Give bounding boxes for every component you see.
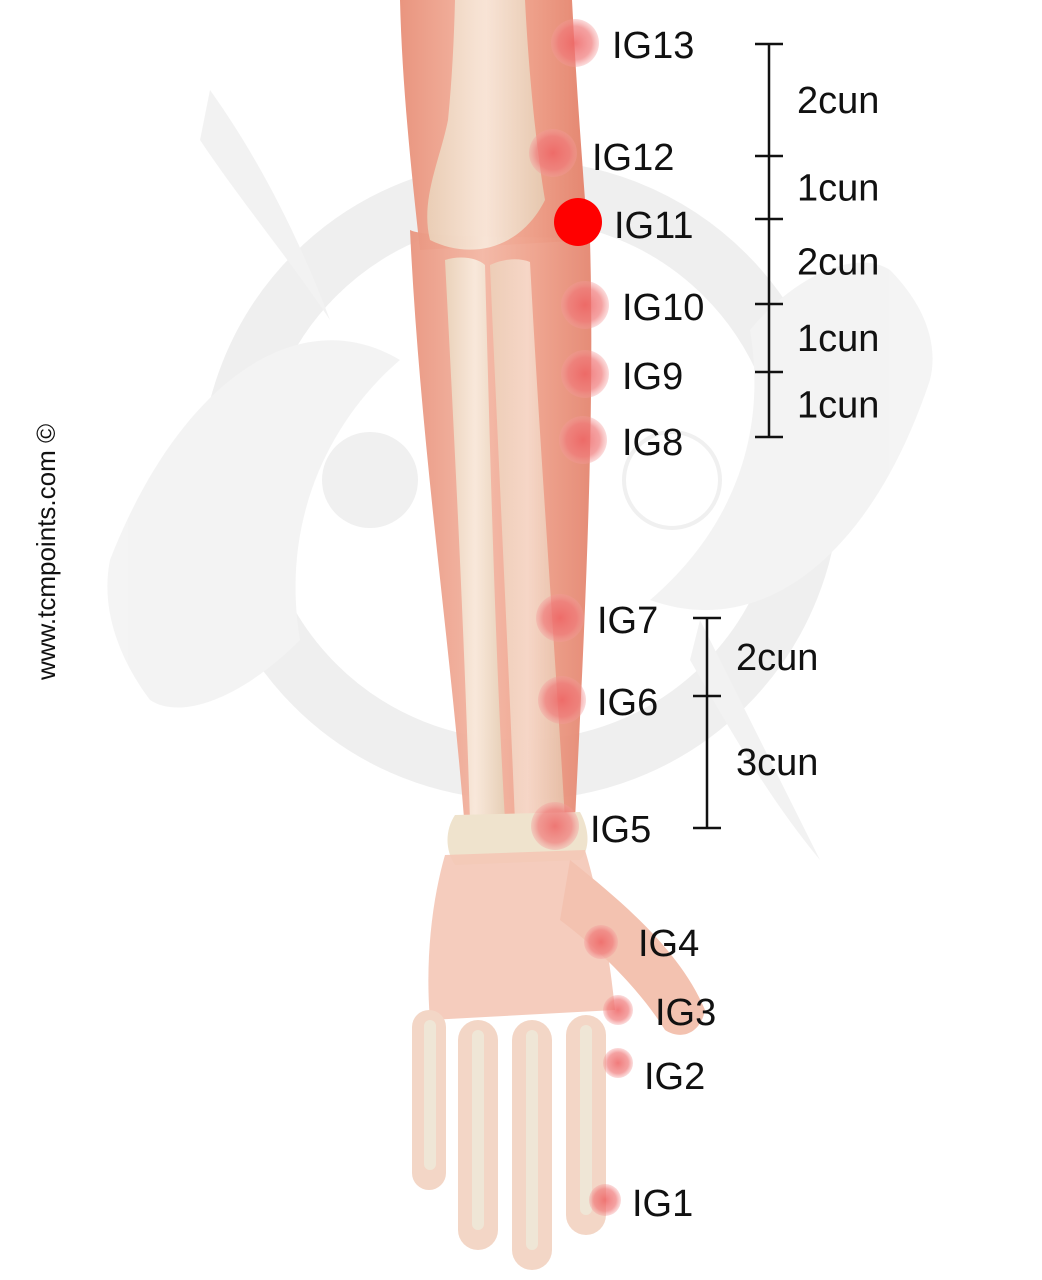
cun-scale-lower: 2cun 3cun: [693, 616, 818, 830]
acupoint-marker: [589, 1184, 621, 1216]
acupoint-marker: [561, 281, 609, 329]
credit-text: www.tcmpoints.com ©: [31, 424, 61, 681]
acupoint-marker: [554, 198, 602, 246]
watermark-koi-left: [107, 340, 401, 708]
acupoint-ig2: IG2: [603, 1048, 705, 1098]
scale-upper-label: 1cun: [797, 168, 879, 210]
acupoint-ig3: IG3: [603, 992, 716, 1034]
scale-upper-label: 2cun: [797, 80, 879, 122]
watermark-dot-left: [322, 432, 418, 528]
acupoint-ig12: IG12: [529, 129, 674, 179]
watermark-dot-right: [622, 430, 722, 530]
finger-bone-2: [472, 1030, 484, 1230]
acupoint-label: IG9: [622, 356, 683, 398]
scale-upper-label: 2cun: [797, 242, 879, 284]
acupoint-marker: [559, 416, 607, 464]
acupoint-layer: IG13IG12IG11IG10IG9IG8IG7IG6IG5IG4IG3IG2…: [529, 19, 716, 1225]
watermark-koi-right: [650, 262, 933, 611]
acupoint-ig10: IG10: [561, 281, 704, 329]
scale-upper-label: 1cun: [797, 318, 879, 360]
acupoint-marker: [531, 802, 579, 850]
acupoint-ig5: IG5: [531, 802, 651, 851]
humerus: [427, 0, 545, 250]
acupoint-label: IG11: [614, 205, 694, 247]
scale-lower-label: 2cun: [736, 637, 818, 679]
acupoint-marker: [538, 676, 586, 724]
radius: [445, 257, 505, 823]
ulna: [490, 259, 565, 822]
acupoint-ig9: IG9: [561, 350, 683, 398]
acupoint-marker: [561, 350, 609, 398]
watermark-fin-top: [200, 90, 330, 320]
acupoint-ig6: IG6: [538, 676, 658, 724]
acupoint-label: IG2: [644, 1056, 705, 1098]
acupoint-ig11: IG11: [554, 198, 694, 247]
acupoint-ig7: IG7: [536, 594, 658, 642]
acupoint-marker: [603, 995, 633, 1025]
cun-scale-upper: 2cun 1cun 2cun 1cun 1cun: [755, 42, 879, 439]
thumb: [560, 860, 705, 1035]
acupoint-marker: [529, 129, 577, 177]
finger-bone-3: [526, 1030, 538, 1250]
finger-bone-4: [580, 1025, 592, 1215]
acupoint-marker: [603, 1048, 633, 1078]
arm-illustration: [400, 0, 705, 1270]
acupoint-label: IG3: [655, 992, 716, 1034]
scale-upper-label: 1cun: [797, 385, 879, 427]
watermark-fin-bottom: [690, 620, 820, 860]
finger-bone-1: [424, 1020, 436, 1170]
acupoint-ig1: IG1: [589, 1183, 693, 1225]
acupoint-label: IG8: [622, 422, 683, 464]
scale-lower-label: 3cun: [736, 742, 818, 784]
acupoint-label: IG6: [597, 682, 658, 724]
acupoint-label: IG12: [592, 137, 674, 179]
acupoint-label: IG7: [597, 600, 658, 642]
acupoint-label: IG5: [590, 809, 651, 851]
acupoint-label: IG13: [612, 25, 694, 67]
acupoint-label: IG1: [632, 1183, 693, 1225]
acupoint-label: IG10: [622, 287, 704, 329]
acupoint-ig8: IG8: [559, 416, 683, 464]
acupoint-marker: [584, 925, 618, 959]
acupoint-label: IG4: [638, 923, 699, 965]
acupoint-marker: [536, 594, 584, 642]
acupoint-marker: [551, 19, 599, 67]
acupoint-ig4: IG4: [584, 923, 699, 965]
acupoint-ig13: IG13: [551, 19, 694, 67]
